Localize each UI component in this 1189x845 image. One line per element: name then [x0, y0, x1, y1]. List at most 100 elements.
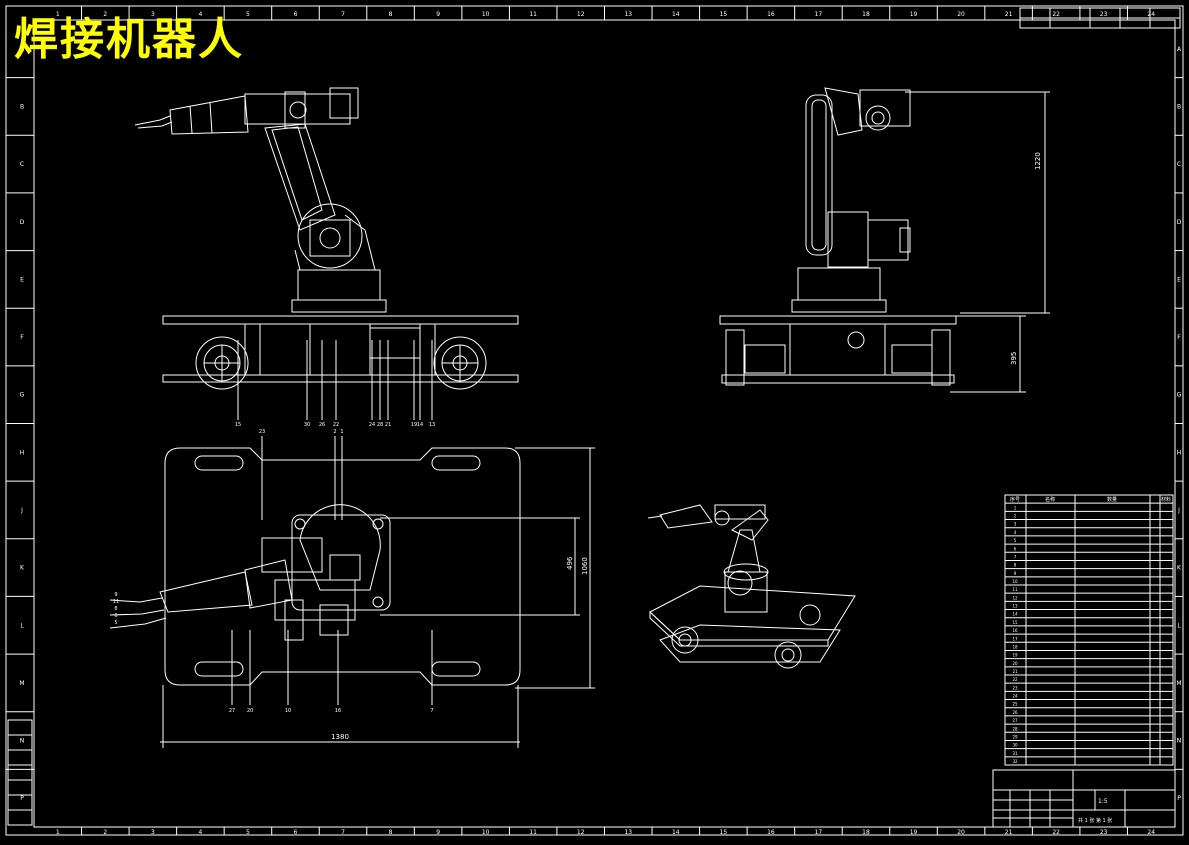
- zone-label-bottom: 22: [1052, 829, 1060, 836]
- zone-label-bottom: 24: [1147, 829, 1155, 836]
- zone-label-bottom: 8: [389, 829, 393, 836]
- zone-label-left: B: [20, 103, 24, 110]
- zone-label-right: E: [1177, 276, 1181, 283]
- title-block-scale: 1:5: [1098, 798, 1108, 805]
- zone-label-left: C: [20, 161, 24, 168]
- balloon-number: 14: [417, 422, 423, 428]
- zone-label-bottom: 11: [529, 829, 537, 836]
- balloon-number: 6: [114, 613, 117, 619]
- zone-label-bottom: 19: [910, 829, 918, 836]
- zone-label-bottom: 12: [577, 829, 585, 836]
- dim-plan-width: 1380: [331, 733, 349, 741]
- parts-list-index: 14: [1012, 612, 1018, 617]
- zone-label-top: 16: [767, 11, 775, 18]
- parts-list-index: 9: [1014, 571, 1017, 576]
- balloon-number: 11: [113, 599, 119, 605]
- parts-list-index: 31: [1012, 751, 1018, 756]
- zone-label-bottom: 14: [672, 829, 680, 836]
- waist: [297, 269, 381, 301]
- parts-list-index: 21: [1012, 669, 1018, 674]
- balloon-number: 7: [430, 708, 433, 714]
- zone-label-left: P: [20, 795, 24, 802]
- balloon-number: 13: [429, 422, 435, 428]
- parts-list-index: 32: [1012, 759, 1018, 764]
- zone-label-top: 8: [389, 11, 393, 18]
- zone-label-bottom: 18: [862, 829, 870, 836]
- zone-label-bottom: 3: [151, 829, 155, 836]
- balloon-number: 2: [333, 429, 336, 435]
- parts-list-header: 名称: [1045, 496, 1055, 503]
- parts-list-index: 7: [1014, 554, 1017, 559]
- balloon-number: 22: [333, 422, 339, 428]
- balloon-number: 23: [259, 429, 265, 435]
- zone-label-left: A: [20, 46, 25, 53]
- parts-list-index: 28: [1012, 726, 1018, 731]
- zone-label-top: 1: [56, 11, 60, 18]
- zone-label-bottom: 15: [720, 829, 728, 836]
- side-motor-block: [827, 211, 869, 268]
- zone-label-top: 24: [1147, 11, 1155, 18]
- parts-list-index: 3: [1014, 522, 1017, 527]
- balloon-number: 24: [369, 422, 375, 428]
- zone-label-bottom: 20: [957, 829, 965, 836]
- title-block-sheet: 共 1 张 第 1 张: [1078, 817, 1112, 824]
- parts-list-index: 25: [1012, 702, 1018, 707]
- upper-arm: [244, 93, 351, 125]
- side-view: 1220 395: [719, 87, 1050, 393]
- zone-label-left: F: [20, 334, 24, 341]
- zone-label-left: G: [20, 392, 25, 399]
- right-wheel: [433, 336, 487, 390]
- zone-label-bottom: 10: [482, 829, 490, 836]
- zone-label-top: 2: [103, 11, 107, 18]
- zone-label-top: 21: [1005, 11, 1013, 18]
- balloon-number: 28: [377, 422, 383, 428]
- zone-label-right: C: [1177, 161, 1181, 168]
- parts-list-index: 22: [1012, 677, 1018, 682]
- parts-list-index: 20: [1012, 661, 1018, 666]
- parts-list-index: 18: [1012, 644, 1018, 649]
- parts-list-index: 30: [1012, 743, 1018, 748]
- parts-list-index: 1: [1014, 505, 1017, 510]
- balloon-number: 10: [285, 708, 291, 714]
- zone-label-right: A: [1177, 46, 1182, 53]
- balloon-number: 15: [235, 422, 241, 428]
- left-revision-column: [7, 719, 33, 826]
- zone-label-top: 11: [529, 11, 537, 18]
- top-plate: [162, 315, 519, 325]
- parts-list-index: 6: [1014, 546, 1017, 551]
- top-right-code-box: [1019, 7, 1181, 29]
- zone-label-right: F: [1177, 334, 1181, 341]
- zone-label-top: 9: [436, 11, 440, 18]
- parts-list-index: 11: [1012, 587, 1018, 592]
- balloon-number: 26: [319, 422, 325, 428]
- drawing-title: 焊接机器人: [14, 14, 244, 65]
- zone-label-top: 17: [815, 11, 823, 18]
- balloon-number: 20: [247, 708, 253, 714]
- zone-label-bottom: 4: [198, 829, 202, 836]
- zone-label-bottom: 7: [341, 829, 345, 836]
- zone-label-right: L: [1177, 622, 1181, 629]
- zone-label-right: H: [1177, 449, 1182, 456]
- parts-list-index: 27: [1012, 718, 1018, 723]
- bottom-plate: [162, 374, 519, 383]
- parts-list-index: 4: [1014, 530, 1017, 535]
- zone-label-right: K: [1177, 565, 1182, 572]
- zone-label-right: M: [1176, 680, 1181, 687]
- zone-label-bottom: 1: [56, 829, 60, 836]
- zone-label-right: G: [1177, 392, 1182, 399]
- parts-list-index: 8: [1014, 563, 1017, 568]
- parts-list-index: 15: [1012, 620, 1018, 625]
- zone-label-top: 5: [246, 11, 250, 18]
- zone-label-left: J: [20, 507, 23, 514]
- parts-list-index: 24: [1012, 694, 1018, 699]
- dim-front-height: 1220: [1034, 152, 1042, 170]
- parts-list-header: 材料: [1161, 496, 1171, 503]
- isometric-view: [647, 504, 856, 669]
- zone-label-bottom: 23: [1100, 829, 1108, 836]
- parts-list-index: 5: [1014, 538, 1017, 543]
- zone-label-right: B: [1177, 103, 1181, 110]
